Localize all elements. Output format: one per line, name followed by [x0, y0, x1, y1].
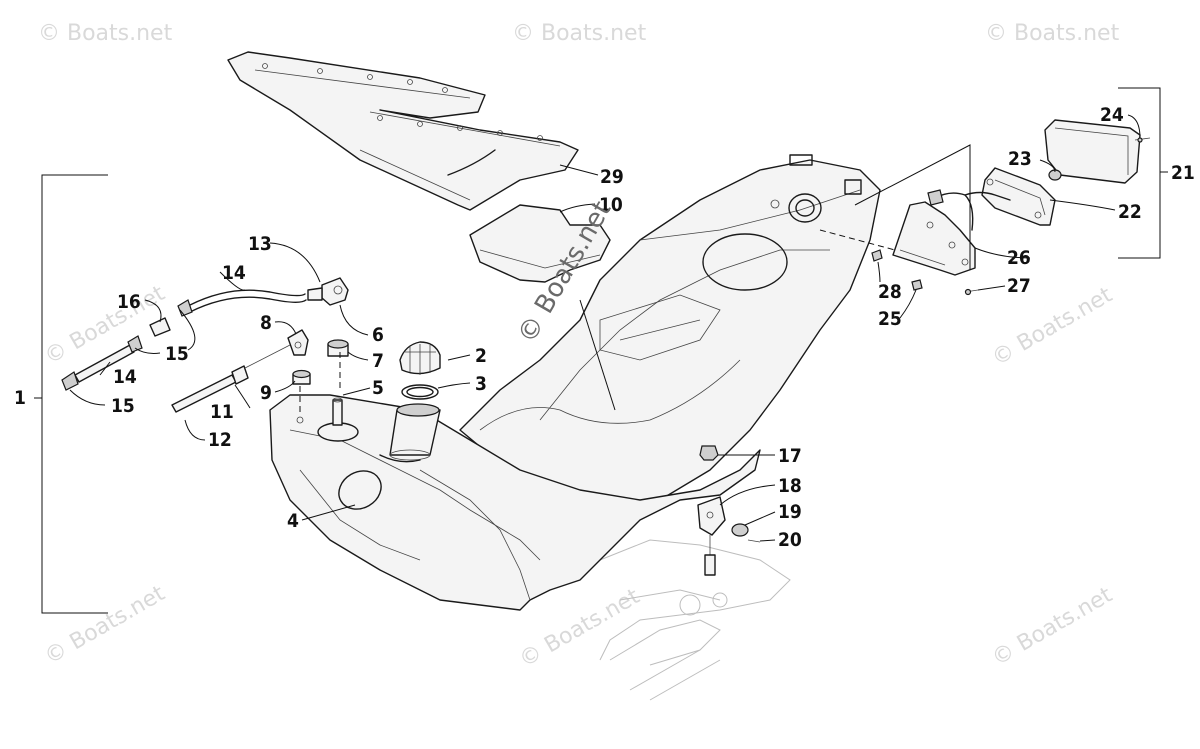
callout-24: 24: [1100, 104, 1124, 126]
taillight-bracket: [892, 201, 976, 276]
watermark-text: © Boats.net: [988, 582, 1117, 671]
callout-18: 18: [778, 475, 802, 497]
taillight-housing: [981, 167, 1056, 226]
callout-14-upper: 14: [222, 262, 246, 284]
callout-6: 6: [372, 324, 384, 346]
callout-27: 27: [1007, 275, 1031, 297]
callout-17: 17: [778, 445, 802, 467]
callout-3: 3: [475, 373, 487, 395]
callout-14-lower: 14: [113, 366, 137, 388]
upper-cover-panel: [227, 51, 579, 211]
hose-fitting-11: [231, 365, 249, 385]
taillight-wire: [927, 189, 1011, 231]
callout-11: 11: [210, 401, 234, 423]
nut-17: [699, 445, 719, 461]
callout-28: 28: [878, 281, 902, 303]
callout-29: 29: [600, 166, 624, 188]
callout-4: 4: [287, 510, 299, 532]
foam-pad: [469, 204, 611, 283]
callout-7: 7: [372, 350, 384, 372]
callout-12: 12: [208, 429, 232, 451]
callout-13: 13: [248, 233, 272, 255]
clamp-lower: [61, 371, 79, 391]
watermark-text: © Boats.net: [985, 21, 1120, 46]
elbow-fitting: [287, 329, 309, 356]
callout-1: 1: [14, 387, 26, 409]
screw-27: [964, 288, 979, 296]
callout-16: 16: [117, 291, 141, 313]
chassis-ghost: [599, 539, 791, 701]
panel-holes: [262, 63, 543, 141]
clamp-mid: [127, 335, 143, 353]
grommet-28: [871, 249, 883, 262]
fuel-cap: [399, 341, 441, 375]
leader-lines: [34, 87, 1168, 614]
filler-neck: [389, 403, 441, 461]
grommet-7: [327, 339, 349, 357]
fuel-line-upper: [189, 289, 307, 313]
screw-20: [747, 539, 761, 543]
clamp-upper: [177, 299, 193, 317]
callout-26: 26: [1007, 247, 1031, 269]
callout-20: 20: [778, 529, 802, 551]
grommet-9: [292, 369, 311, 385]
watermark-text: © Boats.net: [512, 21, 647, 46]
callout-21: 21: [1171, 162, 1195, 184]
callout-8: 8: [260, 312, 272, 334]
taillight-lens: [1044, 119, 1141, 184]
callout-2: 2: [475, 345, 487, 367]
callout-15-lower: 15: [111, 395, 135, 417]
watermark-text: © Boats.net: [40, 581, 169, 670]
callout-15-upper: 15: [165, 343, 189, 365]
callout-19: 19: [778, 501, 802, 523]
tank-vent-hole: [296, 416, 304, 424]
callout-labels: 1 2 3 4 5 6 7 8 9 10 11 12 13 14 14 15 1…: [14, 104, 1195, 551]
pickup-tube: [332, 397, 343, 426]
watermark-text: © Boats.net: [38, 21, 173, 46]
mount-bracket: [697, 496, 726, 576]
fuel-valve: [307, 277, 349, 306]
fitting-axis-line: [244, 344, 291, 369]
nut-25: [911, 279, 923, 291]
callout-5: 5: [372, 377, 384, 399]
callout-9: 9: [260, 382, 272, 404]
grommet-19: [731, 523, 749, 537]
callout-22: 22: [1118, 201, 1142, 223]
callout-23: 23: [1008, 148, 1032, 170]
fuel-line-lower: [74, 344, 135, 383]
callout-10: 10: [599, 194, 623, 216]
fuel-cap-gasket: [401, 384, 439, 400]
callout-25: 25: [878, 308, 902, 330]
